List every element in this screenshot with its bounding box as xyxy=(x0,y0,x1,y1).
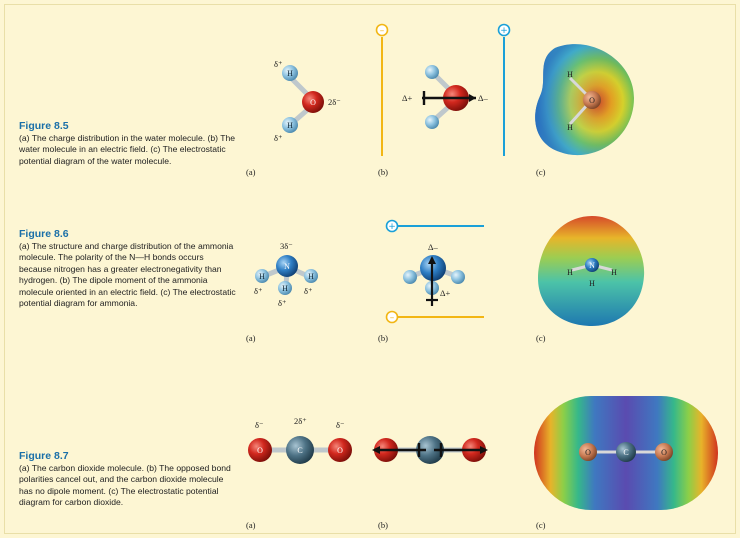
water-h-charge-1: δ⁺ xyxy=(274,59,283,69)
water-h-charge-2: δ⁺ xyxy=(274,133,283,143)
ammonia-dipole-negative: Δ– xyxy=(428,242,438,252)
ammonia-n-charge: 3δ⁻ xyxy=(280,241,293,251)
figure-8-5-panel-c: H H O xyxy=(535,44,634,156)
figure-8-7-text: (a) The carbon dioxide molecule. (b) The… xyxy=(19,463,231,508)
figure-8-6-caption: Figure 8.6 (a) The structure and charge … xyxy=(19,228,237,309)
ammonia-h-charge-2: δ⁺ xyxy=(304,286,313,296)
figure-8-5-text: (a) The charge distribution in the water… xyxy=(19,133,236,166)
co2-c-charge: 2δ⁺ xyxy=(294,416,307,426)
figure-8-6-title: Figure 8.6 xyxy=(19,228,69,240)
co2-c-label: C xyxy=(297,446,302,455)
figure-8-7-panel-c: O C O xyxy=(534,396,718,510)
figure-8-7-panel-a: δ⁻ 2δ⁺ δ⁻ O C O xyxy=(248,416,352,464)
co2-ep-o-label-1: O xyxy=(585,448,591,457)
water-ep-o-label: O xyxy=(589,96,595,105)
co2-o-charge-1: δ⁻ xyxy=(255,420,264,430)
ammonia-h-charge-1: δ⁺ xyxy=(254,286,263,296)
co2-ep-o-label-2: O xyxy=(661,448,667,457)
co2-o-label-1: O xyxy=(257,446,263,455)
figure-8-5-caption: Figure 8.5 (a) The charge distribution i… xyxy=(19,120,237,167)
figure-8-5-label-a: (a) xyxy=(246,167,256,177)
positive-plate-sign: + xyxy=(500,26,508,36)
ammonia-h-label-1: H xyxy=(259,272,265,281)
water-ep-h-label-2: H xyxy=(567,123,573,132)
figure-8-6-panel-a: 3δ⁻ N H H H δ⁺ δ⁺ δ⁺ xyxy=(254,241,318,308)
figure-8-7-label-c: (c) xyxy=(536,520,546,530)
ammonia-h-label-2: H xyxy=(308,272,314,281)
figure-8-6-panel-b: + – Δ– Δ+ xyxy=(385,219,484,324)
ammonia-ep-h-label-3: H xyxy=(589,279,595,288)
figure-8-5-panel-a: H H O δ⁺ δ⁺ 2δ⁻ xyxy=(274,59,341,143)
co2-o-charge-2: δ⁻ xyxy=(336,420,345,430)
figure-8-5-label-c: (c) xyxy=(536,167,546,177)
figure-8-7-caption: Figure 8.7 (a) The carbon dioxide molecu… xyxy=(19,450,237,509)
figure-8-5-label-b: (b) xyxy=(378,167,388,177)
water-h-label-2: H xyxy=(287,121,293,130)
figure-8-5-panel-b: – + Δ+ Δ– xyxy=(375,23,511,156)
figure-8-5-title: Figure 8.5 xyxy=(19,120,69,132)
ammonia-n-label: N xyxy=(284,262,290,271)
figure-8-6-text: (a) The structure and charge distributio… xyxy=(19,241,236,309)
ammonia-h-label-3: H xyxy=(282,284,288,293)
figure-8-7-title: Figure 8.7 xyxy=(19,450,69,462)
ammonia-ep-n-label: N xyxy=(589,261,595,270)
ammonia-ep-h-label-2: H xyxy=(611,268,617,277)
figure-8-7-panel-b xyxy=(372,436,488,464)
figure-8-6-label-b: (b) xyxy=(378,333,388,343)
water-o-label: O xyxy=(310,98,316,107)
figure-8-6-label-c: (c) xyxy=(536,333,546,343)
page-frame xyxy=(4,4,736,534)
water-dipole-positive: Δ+ xyxy=(402,93,412,103)
water-h-label-1: H xyxy=(287,69,293,78)
negative-plate-sign: – xyxy=(380,26,385,36)
figure-8-6-panel-c: N H H H xyxy=(538,216,645,326)
ammonia-negative-plate-sign: – xyxy=(390,313,395,323)
ammonia-dipole-positive: Δ+ xyxy=(440,288,450,298)
figure-8-6-label-a: (a) xyxy=(246,333,256,343)
water-o-charge: 2δ⁻ xyxy=(328,97,341,107)
ammonia-positive-plate-sign: + xyxy=(388,222,396,232)
figure-8-7-label-a: (a) xyxy=(246,520,256,530)
co2-ep-c-label: C xyxy=(623,448,628,457)
water-ep-h-label-1: H xyxy=(567,70,573,79)
co2-o-label-2: O xyxy=(337,446,343,455)
water-dipole-negative: Δ– xyxy=(478,93,488,103)
figure-8-7-label-b: (b) xyxy=(378,520,388,530)
ammonia-ep-h-label-1: H xyxy=(567,268,573,277)
ammonia-h-charge-3: δ⁺ xyxy=(278,298,287,308)
